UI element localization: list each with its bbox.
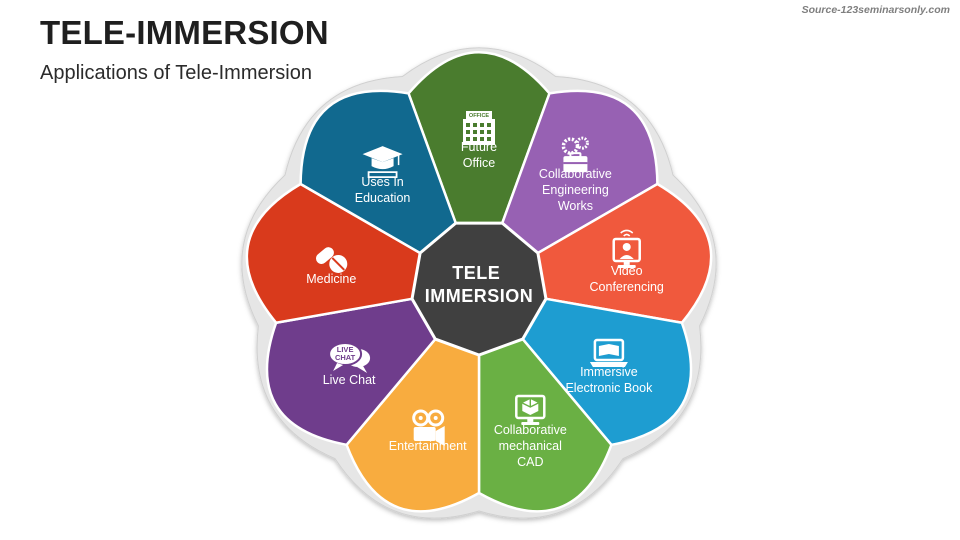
segment-label-live-chat: Live Chat [323, 373, 376, 387]
gears-toolbox-icon [561, 136, 589, 173]
segment-shape-medicine [245, 182, 437, 325]
segment-label-immersive-electronic-book: Electronic Book [565, 381, 653, 395]
svg-text:CHAT: CHAT [335, 353, 356, 362]
segment-shape-collaborative-engineering-works [494, 89, 659, 264]
segment-label-collaborative-engineering-works: Works [558, 199, 593, 213]
source-credit: Source-123seminarsonly.com [801, 4, 950, 16]
segment-entertainment: Entertainment [345, 324, 481, 513]
graduation-cap-icon [362, 146, 403, 178]
segment-label-future-office: Office [463, 156, 495, 170]
office-building-icon: OFFICE [463, 111, 495, 145]
segment-label-video-conferencing: Video [611, 264, 643, 278]
segment-label-video-conferencing: Conferencing [590, 280, 664, 294]
segment-label-collaborative-engineering-works: Collaborative [539, 167, 612, 181]
page-subtitle: Applications of Tele-Immersion [40, 62, 312, 84]
laptop-book-icon [589, 338, 628, 367]
diagram-segments: OFFICEFutureOfficeCollaborativeEngineeri… [245, 50, 713, 513]
video-monitor-icon [612, 229, 641, 268]
svg-text:OFFICE: OFFICE [469, 113, 489, 119]
segment-label-uses-in-education: Uses In [361, 175, 403, 189]
segment-label-collaborative-mechanical-cad: mechanical [499, 439, 562, 453]
page-title: TELE-IMMERSION [40, 14, 329, 51]
pills-icon [316, 247, 348, 273]
svg-text:LIVE: LIVE [337, 345, 354, 354]
segment-shape-live-chat [265, 294, 449, 447]
segment-label-collaborative-engineering-works: Engineering [542, 183, 609, 197]
segment-shape-collaborative-mechanical-cad [477, 324, 613, 513]
segment-label-collaborative-mechanical-cad: CAD [517, 455, 543, 469]
segment-uses-in-education: Uses In Education [299, 89, 464, 264]
segment-label-collaborative-mechanical-cad: Collaborative [494, 423, 567, 437]
segment-label-medicine: Medicine [306, 272, 356, 286]
center-hub [410, 221, 548, 357]
segment-shape-immersive-electronic-book [509, 294, 693, 447]
center-label: TELE IMMERSION [425, 263, 534, 306]
film-camera-icon [412, 409, 445, 446]
segment-label-immersive-electronic-book: Immersive [580, 365, 638, 379]
cad-monitor-icon [515, 394, 546, 425]
segment-label-uses-in-education: Education [355, 191, 411, 205]
segment-shape-video-conferencing [521, 182, 713, 325]
segment-shape-future-office [407, 50, 551, 242]
segment-label-entertainment: Entertainment [389, 439, 467, 453]
segment-medicine: Medicine [245, 182, 437, 325]
segment-label-future-office: Future [461, 140, 497, 154]
